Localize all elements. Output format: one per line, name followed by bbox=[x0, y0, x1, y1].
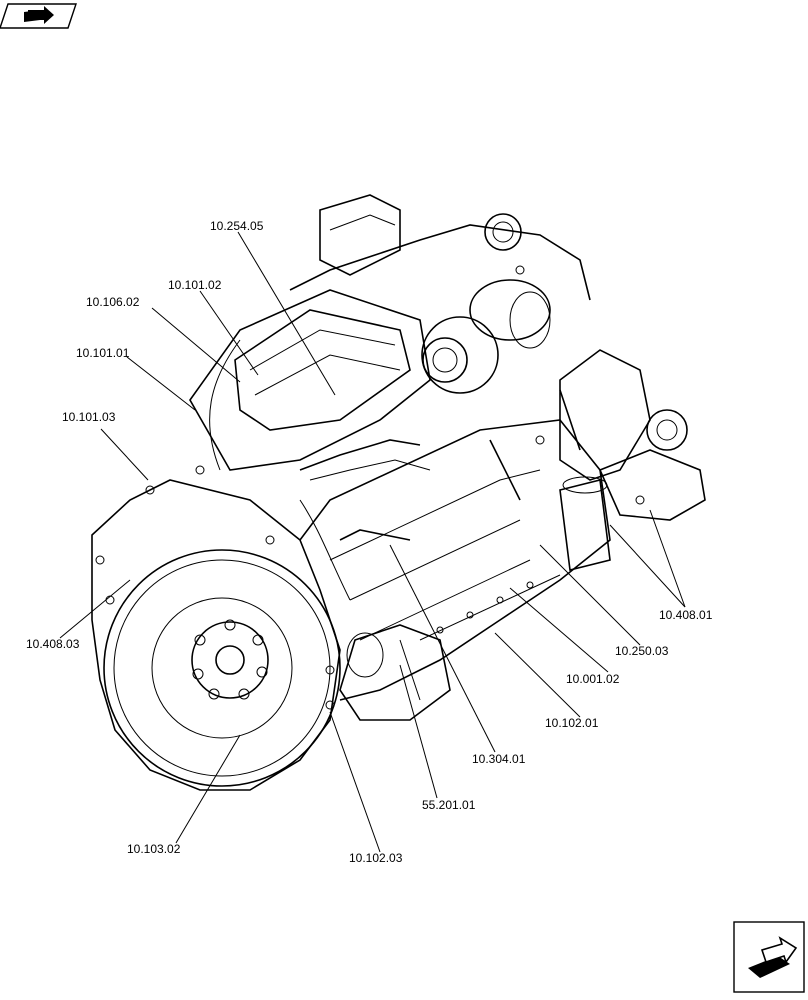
callout-10-102-01: 10.102.01 bbox=[545, 716, 599, 730]
book-arrow-icon[interactable] bbox=[0, 3, 77, 29]
callout-10-408-03: 10.408.03 bbox=[26, 637, 80, 651]
callout-10-102-03: 10.102.03 bbox=[349, 851, 403, 865]
callout-10-101-01: 10.101.01 bbox=[76, 346, 130, 360]
callout-10-106-02: 10.106.02 bbox=[86, 295, 140, 309]
callout-10-001-02: 10.001.02 bbox=[566, 672, 620, 686]
callout-10-408-01: 10.408.01 bbox=[659, 608, 713, 622]
next-page-icon[interactable] bbox=[733, 921, 805, 993]
callout-labels: 10.254.05 10.101.02 10.106.02 10.101.01 … bbox=[26, 219, 713, 865]
engine-illustration bbox=[91, 194, 706, 791]
callout-10-101-02: 10.101.02 bbox=[168, 278, 222, 292]
callout-10-304-01: 10.304.01 bbox=[472, 752, 526, 766]
callout-10-254-05: 10.254.05 bbox=[210, 219, 264, 233]
callout-10-250-03: 10.250.03 bbox=[615, 644, 669, 658]
callout-10-101-03: 10.101.03 bbox=[62, 410, 116, 424]
callout-55-201-01: 55.201.01 bbox=[422, 798, 476, 812]
leader-lines bbox=[59, 231, 686, 853]
callout-10-103-02: 10.103.02 bbox=[127, 842, 181, 856]
